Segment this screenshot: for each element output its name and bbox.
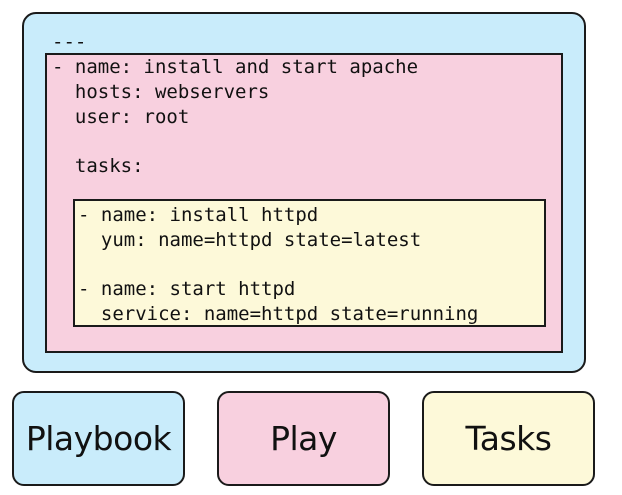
task-line-start-service: service: name=httpd state=running bbox=[78, 303, 479, 325]
task-line-install-name: - name: install httpd bbox=[78, 204, 319, 226]
legend-play: Play bbox=[217, 391, 390, 486]
yaml-separator: --- bbox=[52, 31, 87, 53]
play-line-hosts: hosts: webservers bbox=[52, 81, 270, 103]
play-line-tasks: tasks: bbox=[52, 155, 144, 177]
play-line-user: user: root bbox=[52, 106, 190, 128]
legend-tasks: Tasks bbox=[422, 391, 595, 486]
task-line-install-yum: yum: name=httpd state=latest bbox=[78, 229, 422, 251]
task-line-start-name: - name: start httpd bbox=[78, 278, 296, 300]
play-line-name: - name: install and start apache bbox=[52, 56, 419, 78]
legend-playbook: Playbook bbox=[12, 391, 185, 486]
tasks-container bbox=[73, 199, 546, 327]
